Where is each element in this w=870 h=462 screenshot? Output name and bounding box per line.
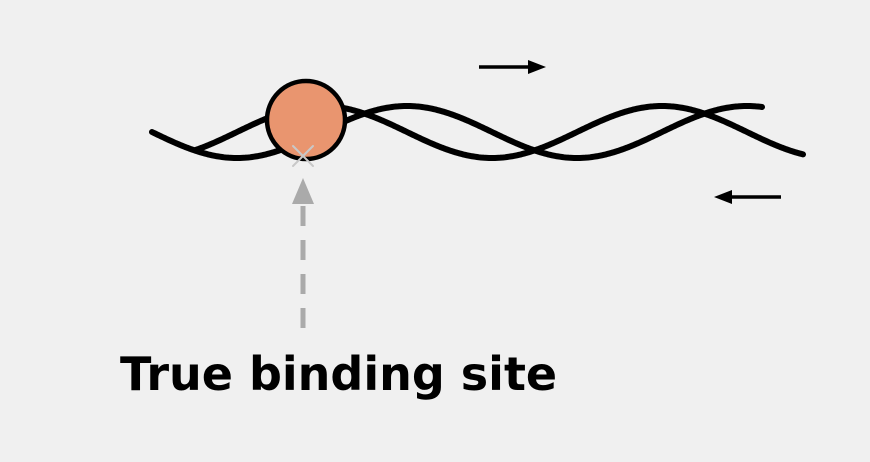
protein-circle [264, 78, 348, 162]
binding-site-label: True binding site [120, 347, 557, 401]
dashed-pointer-arrow [292, 178, 314, 328]
forward-strand-arrow [479, 60, 546, 74]
dna-double-helix [149, 103, 806, 161]
dna-strand-a [149, 103, 765, 161]
reverse-strand-arrow [714, 190, 781, 204]
binding-site-marker [292, 145, 314, 167]
